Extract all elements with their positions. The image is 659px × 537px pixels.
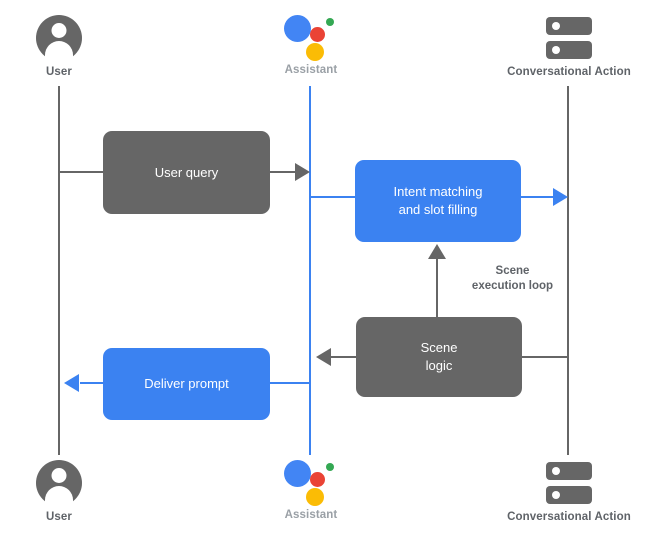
server-icon xyxy=(469,455,659,511)
server-icon xyxy=(469,10,659,66)
assistant-dot-blue-icon xyxy=(284,460,311,487)
node-deliver-prompt-label: Deliver prompt xyxy=(144,376,229,391)
assistant-dot-blue-icon xyxy=(284,15,311,42)
connector-scene-logic-to-intent-matching xyxy=(436,258,438,318)
lifeline-user xyxy=(58,86,60,455)
actor-assistant-bottom: Assistant xyxy=(211,453,411,521)
lifeline-conversational-action xyxy=(567,86,569,455)
google-assistant-icon xyxy=(211,8,411,64)
google-assistant-icon xyxy=(211,453,411,509)
actor-label-conversational-action-bottom: Conversational Action xyxy=(507,511,631,523)
assistant-dot-red-icon xyxy=(310,472,325,487)
node-scene-logic[interactable]: Scene logic xyxy=(356,317,522,397)
server-bay-bottom-icon xyxy=(546,486,592,504)
actor-label-conversational-action-top: Conversational Action xyxy=(507,66,631,78)
connector-intent-matching-to-conversational-action xyxy=(520,196,554,198)
server-bay-bottom-icon xyxy=(546,41,592,59)
arrowhead-scene-logic-to-intent-matching xyxy=(428,244,446,259)
connector-deliver-prompt-to-user xyxy=(80,382,104,384)
actor-user-top: User xyxy=(0,10,159,78)
actor-label-user-top: User xyxy=(46,66,72,78)
assistant-dot-green-icon xyxy=(326,463,334,471)
connector-scene-logic-to-assistant xyxy=(331,356,357,358)
arrowhead-intent-matching-to-conversational-action xyxy=(553,188,568,206)
assistant-dot-red-icon xyxy=(310,27,325,42)
actor-assistant-top: Assistant xyxy=(211,8,411,76)
actor-conversational-action-bottom: Conversational Action xyxy=(469,455,659,523)
user-avatar-icon xyxy=(0,10,159,66)
node-intent-matching-label: Intent matching and slot filling xyxy=(393,184,483,217)
node-user-query-label: User query xyxy=(154,164,219,180)
node-deliver-prompt[interactable]: Deliver prompt xyxy=(103,348,270,420)
node-scene-logic-label: Scene logic xyxy=(420,340,458,373)
connector-assistant-to-deliver-prompt xyxy=(270,382,311,384)
node-intent-matching[interactable]: Intent matching and slot filling xyxy=(355,160,521,242)
assistant-dot-yellow-icon xyxy=(306,488,324,506)
user-avatar-icon xyxy=(0,455,159,511)
assistant-dot-green-icon xyxy=(326,18,334,26)
connector-user-query-to-assistant xyxy=(270,171,296,173)
arrowhead-user-query-to-assistant xyxy=(295,163,310,181)
lifeline-assistant xyxy=(309,86,311,455)
actor-conversational-action-top: Conversational Action xyxy=(469,10,659,78)
server-bay-top-icon xyxy=(546,17,592,35)
arrowhead-scene-logic-to-assistant xyxy=(316,348,331,366)
actor-label-assistant-bottom: Assistant xyxy=(284,509,338,521)
actor-label-assistant-top: Assistant xyxy=(284,64,338,76)
annotation-scene-execution-loop: Scene execution loop xyxy=(471,265,554,292)
arrowhead-deliver-prompt-to-user xyxy=(64,374,79,392)
connector-scene-logic-to-conversational-action xyxy=(521,356,568,358)
connector-assistant-to-intent-matching xyxy=(310,196,356,198)
connector-user-to-user-query xyxy=(59,171,104,173)
node-user-query[interactable]: User query xyxy=(103,131,270,214)
assistant-dot-yellow-icon xyxy=(306,43,324,61)
server-bay-top-icon xyxy=(546,462,592,480)
actor-label-user-bottom: User xyxy=(46,511,72,523)
actor-user-bottom: User xyxy=(0,455,159,523)
